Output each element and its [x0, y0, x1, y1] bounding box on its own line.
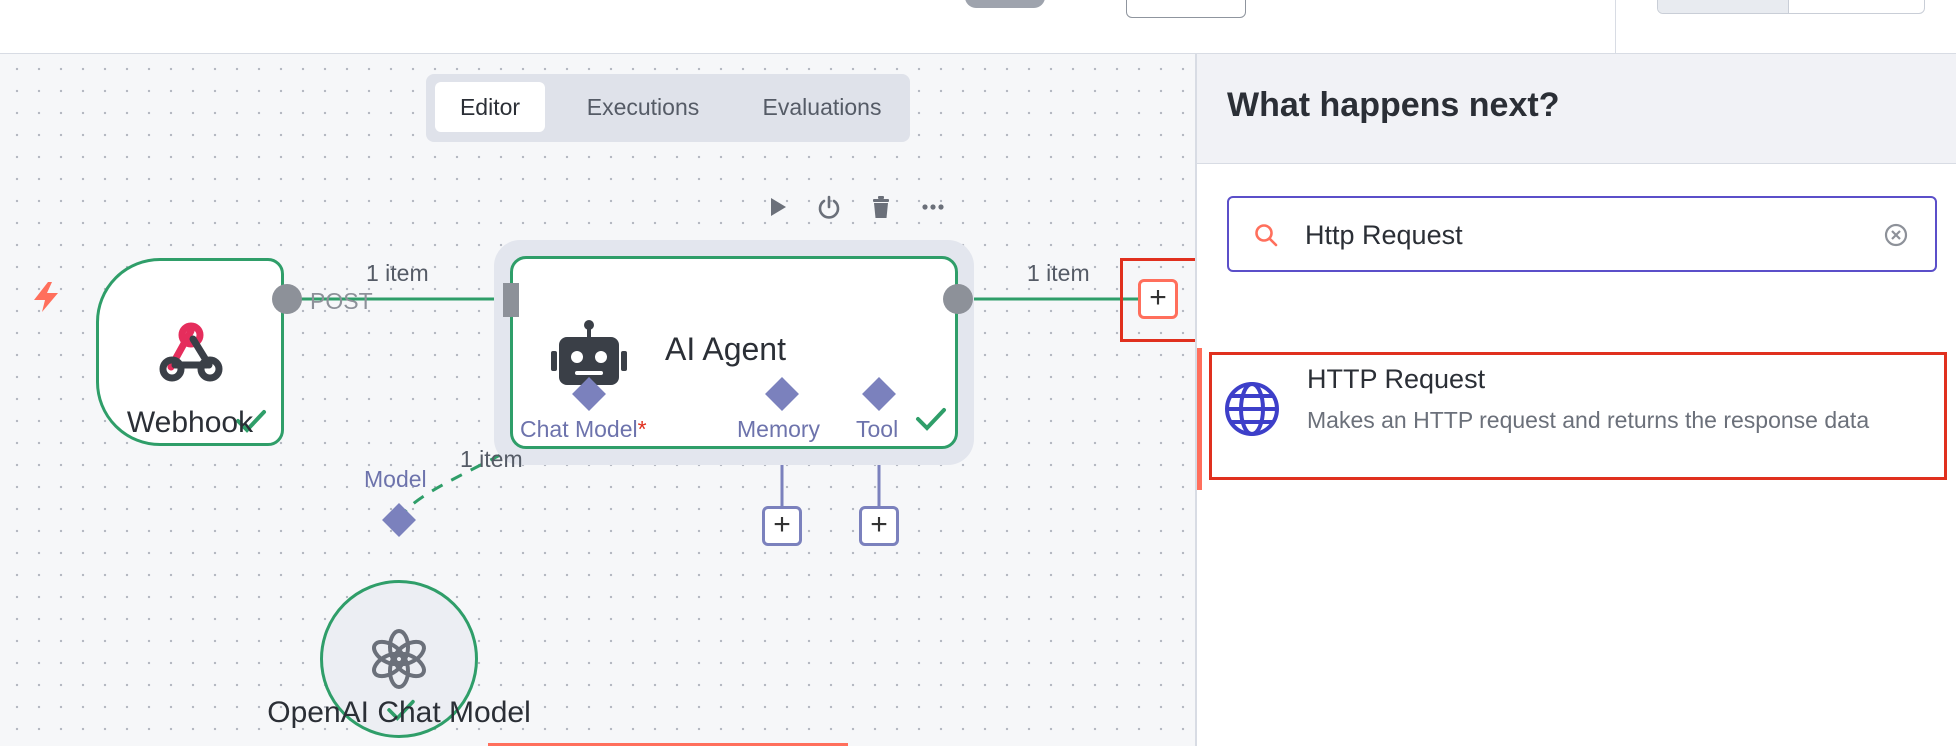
search-icon — [1255, 224, 1278, 247]
power-icon[interactable] — [814, 192, 844, 222]
agent-output-port[interactable] — [943, 284, 973, 314]
node-webhook-label: Webhook — [126, 406, 254, 439]
success-check-icon — [387, 699, 415, 721]
memory-label: Memory — [737, 416, 821, 442]
add-tool-button[interactable]: + — [859, 506, 899, 546]
tab-evaluations[interactable]: Evaluations — [762, 94, 882, 120]
top-segmented-control[interactable] — [1657, 0, 1925, 14]
globe-icon — [1225, 382, 1279, 436]
tab-executions[interactable]: Executions — [586, 94, 700, 120]
clear-search-icon[interactable] — [1883, 222, 1909, 248]
trash-icon[interactable] — [866, 192, 896, 222]
node-openai-chat-model[interactable] — [320, 580, 478, 738]
node-search-box[interactable] — [1227, 196, 1937, 272]
webhook-icon — [159, 322, 223, 382]
top-segment[interactable] — [1658, 0, 1789, 13]
top-bar — [0, 0, 1956, 54]
success-check-icon — [916, 408, 946, 431]
top-action-button[interactable] — [1126, 0, 1246, 18]
result-http-request[interactable]: HTTP Request Makes an HTTP request and r… — [1209, 352, 1945, 476]
more-icon[interactable] — [918, 192, 948, 222]
view-tabs: Editor Executions Evaluations — [426, 74, 910, 142]
result-accent-bar — [1197, 348, 1202, 490]
trigger-bolt-icon — [34, 282, 58, 312]
highlight-box — [1120, 258, 1195, 342]
chat-model-label: Chat Model* — [520, 416, 647, 442]
add-next-node-button[interactable]: + — [1138, 279, 1178, 319]
node-search-input[interactable] — [1303, 210, 1867, 260]
tool-label: Tool — [856, 416, 899, 442]
highlight-box — [1209, 352, 1947, 480]
node-webhook[interactable] — [96, 258, 284, 446]
success-check-icon — [236, 410, 266, 433]
connection-item-count: 1 item — [366, 260, 429, 286]
webhook-output-port[interactable] — [272, 284, 302, 314]
connection-item-count: 1 item — [1027, 260, 1090, 286]
model-port-label: Model — [364, 466, 427, 492]
openai-icon — [372, 629, 426, 689]
top-divider — [1615, 0, 1616, 53]
agent-input-port[interactable] — [503, 283, 519, 317]
active-toggle[interactable] — [965, 0, 1045, 8]
bottom-accent-line — [488, 743, 848, 746]
node-ai-agent[interactable]: AI Agent — [510, 256, 958, 449]
node-creator-panel: What happens next? HTTP Request Makes an… — [1195, 54, 1956, 746]
add-memory-button[interactable]: + — [762, 506, 802, 546]
connection-item-count: 1 item — [460, 446, 523, 472]
play-icon[interactable] — [762, 192, 792, 222]
robot-icon — [551, 320, 627, 385]
webhook-output-label: POST — [310, 288, 373, 314]
workflow-canvas[interactable]: Editor Executions Evaluations POST 1 ite… — [0, 54, 1195, 746]
tab-editor[interactable]: Editor — [435, 82, 545, 132]
result-description: Makes an HTTP request and returns the re… — [1307, 407, 1870, 433]
panel-title: What happens next? — [1227, 86, 1560, 124]
result-title: HTTP Request — [1307, 364, 1486, 394]
panel-header: What happens next? — [1197, 54, 1956, 164]
node-openai-label: OpenAI Chat Model — [267, 696, 531, 729]
node-ai-agent-label: AI Agent — [665, 331, 786, 367]
